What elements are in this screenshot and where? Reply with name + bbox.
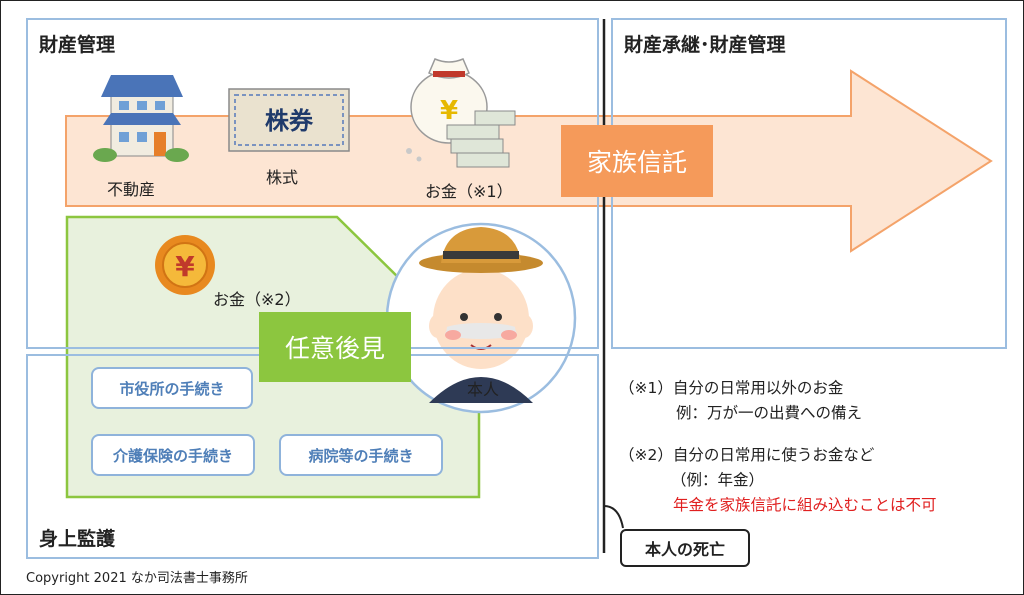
hospital-procedures: 病院等の手続き bbox=[279, 434, 443, 476]
banknotes-icon bbox=[406, 110, 516, 168]
personal-care-title: 身上監護 bbox=[39, 528, 116, 550]
house-icon bbox=[93, 75, 189, 162]
stock-certificate-text: 株券 bbox=[265, 107, 314, 135]
death-connector bbox=[603, 505, 624, 529]
note2-line1: （※2）自分の日常用に使うお金など bbox=[619, 446, 875, 464]
property-management-title: 財産管理 bbox=[39, 34, 116, 56]
money1-label: お金（※1） bbox=[425, 182, 513, 201]
death-label-box: 本人の死亡 bbox=[620, 529, 750, 567]
stocks-label: 株式 bbox=[266, 168, 299, 187]
note1-line1: （※1）自分の日常用以外のお金 bbox=[619, 379, 844, 397]
person-label: 本人 bbox=[467, 380, 500, 399]
note2-warning: 年金を家族信託に組み込むことは不可 bbox=[673, 496, 937, 514]
coin-yen-sign: ¥ bbox=[175, 250, 195, 283]
succession-title: 財産承継･財産管理 bbox=[624, 34, 786, 56]
note1-line2: 例：万が一の出費への備え bbox=[676, 404, 863, 422]
copyright: Copyright 2021 なか司法書士事務所 bbox=[26, 571, 248, 586]
voluntary-guardianship-box: 任意後見 bbox=[259, 312, 411, 382]
family-trust-box: 家族信託 bbox=[561, 125, 713, 197]
note2-line2: （例：年金） bbox=[671, 471, 765, 489]
family-trust-label: 家族信託 bbox=[586, 148, 687, 177]
real-estate-label: 不動産 bbox=[107, 180, 156, 199]
money-bag-yen-sign: ¥ bbox=[440, 96, 458, 126]
yen-coin-icon: ¥ bbox=[155, 235, 215, 295]
city-hall-procedures: 市役所の手続き bbox=[91, 367, 253, 409]
voluntary-guardianship-label: 任意後見 bbox=[284, 334, 385, 363]
care-insurance-procedures: 介護保険の手続き bbox=[91, 434, 255, 476]
stock-certificate-icon: 株券 bbox=[228, 88, 350, 152]
death-label: 本人の死亡 bbox=[644, 540, 725, 559]
elderly-person-icon bbox=[419, 227, 543, 403]
money2-label: お金（※2） bbox=[213, 290, 301, 309]
